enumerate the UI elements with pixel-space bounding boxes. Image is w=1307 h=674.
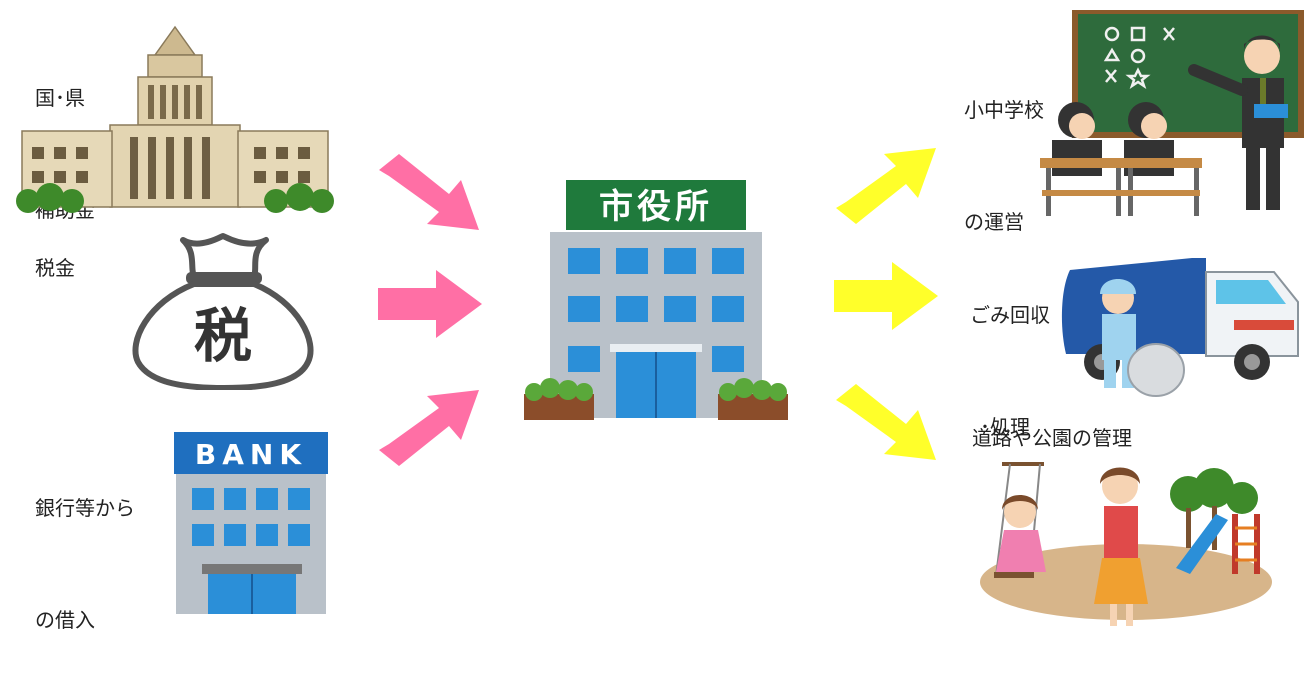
classroom-illustration: [1036, 8, 1306, 220]
tax-label: 税金: [35, 256, 75, 280]
bank-label: 銀行等から の借入: [35, 418, 135, 674]
garbage-label-line1: ごみ回収: [970, 303, 1050, 327]
expense-arrow-top: [832, 138, 942, 228]
city-hall-illustration: 市役所: [522, 178, 790, 424]
government-label-line1: 国･県: [35, 86, 85, 110]
expense-arrow-bottom: [832, 380, 942, 470]
bank-label-line2: の借入: [35, 608, 95, 632]
bank-label-line1: 銀行等から: [35, 496, 135, 520]
garbage-label: ごみ回収 ･処理: [970, 225, 1050, 481]
school-label: 小中学校 の運営: [964, 20, 1044, 276]
tax-bag-illustration: 税: [128, 232, 318, 390]
school-label-line1: 小中学校: [964, 98, 1044, 122]
bank-building-illustration: BANK: [172, 430, 332, 616]
diet-building-illustration: [10, 25, 340, 215]
garbage-label-line2: ･処理: [980, 415, 1030, 439]
income-arrow-middle: [378, 268, 484, 340]
garbage-truck-illustration: [1060, 250, 1304, 400]
tax-bag-text: 税: [194, 302, 252, 370]
bank-sign-text: BANK: [195, 438, 307, 471]
parks-label: 道路や公園の管理: [972, 426, 1132, 450]
city-hall-sign-text: 市役所: [599, 187, 713, 227]
school-label-line2: の運営: [964, 210, 1024, 234]
income-arrow-bottom: [375, 380, 485, 470]
playground-illustration: [980, 458, 1286, 630]
expense-arrow-middle: [834, 260, 940, 332]
income-arrow-top: [375, 150, 485, 240]
